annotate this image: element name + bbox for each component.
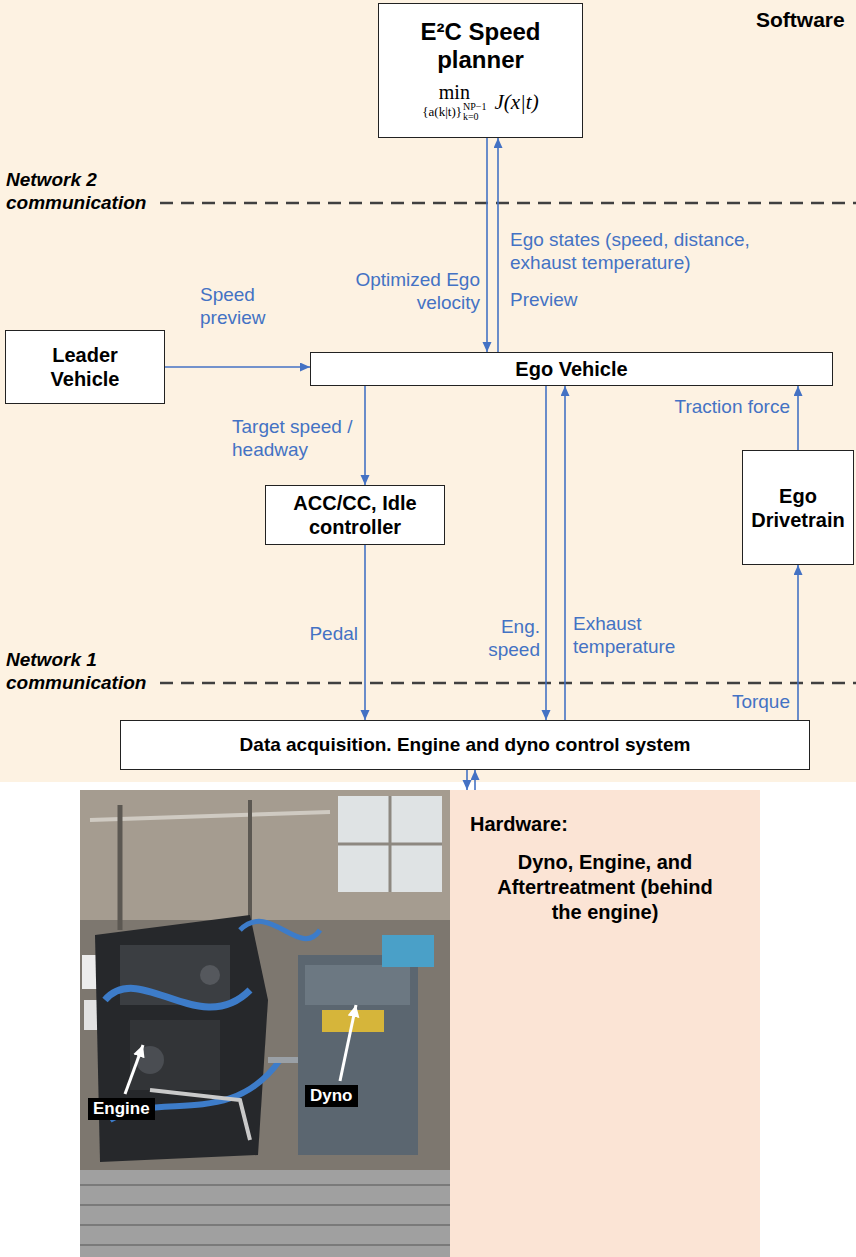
signal-arrow bbox=[545, 386, 547, 720]
illustration-part bbox=[268, 1057, 298, 1063]
signal-label: Ego states (speed, distance, exhaust tem… bbox=[510, 228, 810, 274]
test-cell-photo bbox=[80, 790, 450, 1257]
hardware-panel: Hardware: Dyno, Engine, and Aftertreatmen… bbox=[450, 790, 760, 1257]
formula-superscript: NP−1 bbox=[463, 102, 486, 113]
illustration-part bbox=[248, 800, 252, 920]
illustration-part bbox=[118, 805, 123, 930]
illustration-part bbox=[80, 1204, 450, 1206]
illustration-part bbox=[125, 1045, 143, 1094]
illustration-part bbox=[105, 988, 250, 1007]
illustration-part bbox=[80, 1184, 450, 1186]
hardware-heading: Hardware: bbox=[470, 812, 568, 836]
illustration-part bbox=[120, 945, 230, 1005]
formula-index: {a(k|t)}NP−1k=0 bbox=[422, 102, 486, 123]
signal-arrow bbox=[474, 770, 476, 790]
signal-label: Traction force bbox=[655, 395, 790, 418]
signal-label: Exhaust temperature bbox=[573, 612, 703, 658]
photo-label: Engine bbox=[88, 1098, 155, 1120]
illustration-part bbox=[80, 790, 450, 1257]
drivetrain-box: Ego Drivetrain bbox=[742, 450, 854, 565]
illustration-part bbox=[80, 1170, 450, 1257]
illustration-part bbox=[338, 796, 442, 892]
formula-objective: J(x|t) bbox=[494, 90, 538, 115]
illustration-part bbox=[80, 790, 450, 920]
section-label: Software bbox=[756, 8, 845, 32]
illustration-part bbox=[130, 1020, 220, 1090]
formula-limits: min{a(k|t)}NP−1k=0 bbox=[422, 82, 486, 123]
formula-operator: min bbox=[439, 82, 470, 102]
network-divider bbox=[160, 202, 856, 205]
illustration-part bbox=[80, 1224, 450, 1226]
controller-box: ACC/CC, Idle controller bbox=[265, 485, 445, 545]
box-text: Ego Drivetrain bbox=[749, 484, 847, 532]
signal-label: Torque bbox=[715, 690, 790, 713]
illustration-part bbox=[338, 843, 442, 846]
network-divider bbox=[160, 682, 856, 685]
box-text: Data acquisition. Engine and dyno contro… bbox=[240, 734, 691, 757]
formula-subscript: k=0 bbox=[463, 112, 479, 123]
illustration-part bbox=[382, 935, 434, 967]
box-text: Ego Vehicle bbox=[515, 357, 627, 381]
network-label: Network 1 communication bbox=[6, 648, 156, 694]
vehicle-box: Leader Vehicle bbox=[5, 330, 165, 404]
illustration-part bbox=[90, 812, 330, 820]
signal-arrow bbox=[364, 386, 366, 485]
formula-scripts: NP−1k=0 bbox=[463, 102, 486, 123]
photo-label: Dyno bbox=[305, 1085, 358, 1107]
formula: min{a(k|t)}NP−1k=0J(x|t) bbox=[422, 82, 538, 123]
illustration-part bbox=[95, 915, 268, 1162]
illustration-part bbox=[240, 921, 320, 938]
box-text: ACC/CC, Idle controller bbox=[272, 491, 438, 539]
daq-box: Data acquisition. Engine and dyno contro… bbox=[120, 720, 810, 770]
software-region bbox=[0, 0, 856, 782]
hardware-description: Dyno, Engine, and Aftertreatment (behind… bbox=[480, 850, 730, 925]
network-label: Network 2 communication bbox=[6, 168, 156, 214]
signal-arrow bbox=[497, 138, 499, 352]
illustration-part bbox=[80, 1244, 450, 1246]
box-text: Leader Vehicle bbox=[35, 343, 135, 391]
signal-label: Speed preview bbox=[200, 283, 280, 329]
signal-label: Pedal bbox=[298, 622, 358, 645]
signal-label: Target speed / headway bbox=[232, 415, 360, 461]
signal-arrow bbox=[364, 545, 366, 720]
formula-subscript: {a(k|t)} bbox=[422, 105, 462, 119]
signal-arrow bbox=[564, 386, 566, 720]
signal-arrow bbox=[486, 138, 488, 352]
signal-arrow bbox=[466, 770, 468, 790]
illustration-part bbox=[305, 965, 410, 1005]
signal-arrow bbox=[797, 386, 799, 450]
illustration-part bbox=[200, 965, 220, 985]
illustration-part bbox=[150, 1090, 250, 1140]
planner-box: E²C Speed plannermin{a(k|t)}NP−1k=0J(x|t… bbox=[378, 3, 583, 138]
illustration-part bbox=[340, 1005, 356, 1081]
illustration-part bbox=[298, 955, 418, 1155]
signal-label: Eng. speed bbox=[480, 615, 540, 661]
signal-arrow bbox=[165, 366, 310, 368]
signal-arrow bbox=[797, 565, 799, 720]
signal-label: Optimized Ego velocity bbox=[350, 268, 480, 314]
ego-vehicle-box: Ego Vehicle bbox=[310, 352, 833, 386]
signal-label: Preview bbox=[510, 288, 578, 311]
planner-title: E²C Speed planner bbox=[406, 18, 556, 73]
